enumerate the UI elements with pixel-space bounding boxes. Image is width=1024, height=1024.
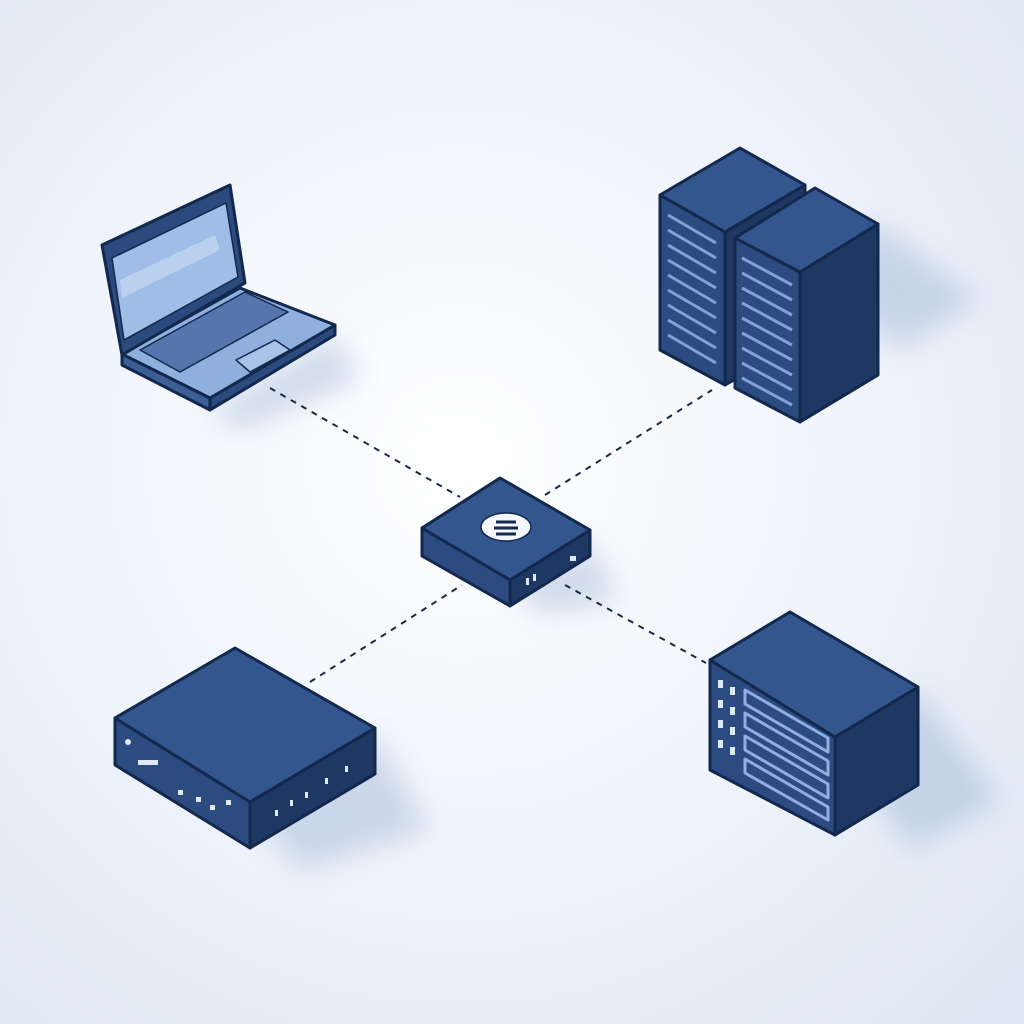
laptop-icon[interactable] [100,183,337,412]
router-icon[interactable] [113,646,377,850]
link-laptop-hub [269,387,461,498]
server-rack-icon[interactable] [658,146,880,424]
network-switch-icon[interactable] [420,476,592,608]
link-storage-hub [564,584,707,664]
storage-array-icon[interactable] [708,610,920,837]
link-server-hub [544,389,713,496]
link-router-hub [309,584,463,683]
